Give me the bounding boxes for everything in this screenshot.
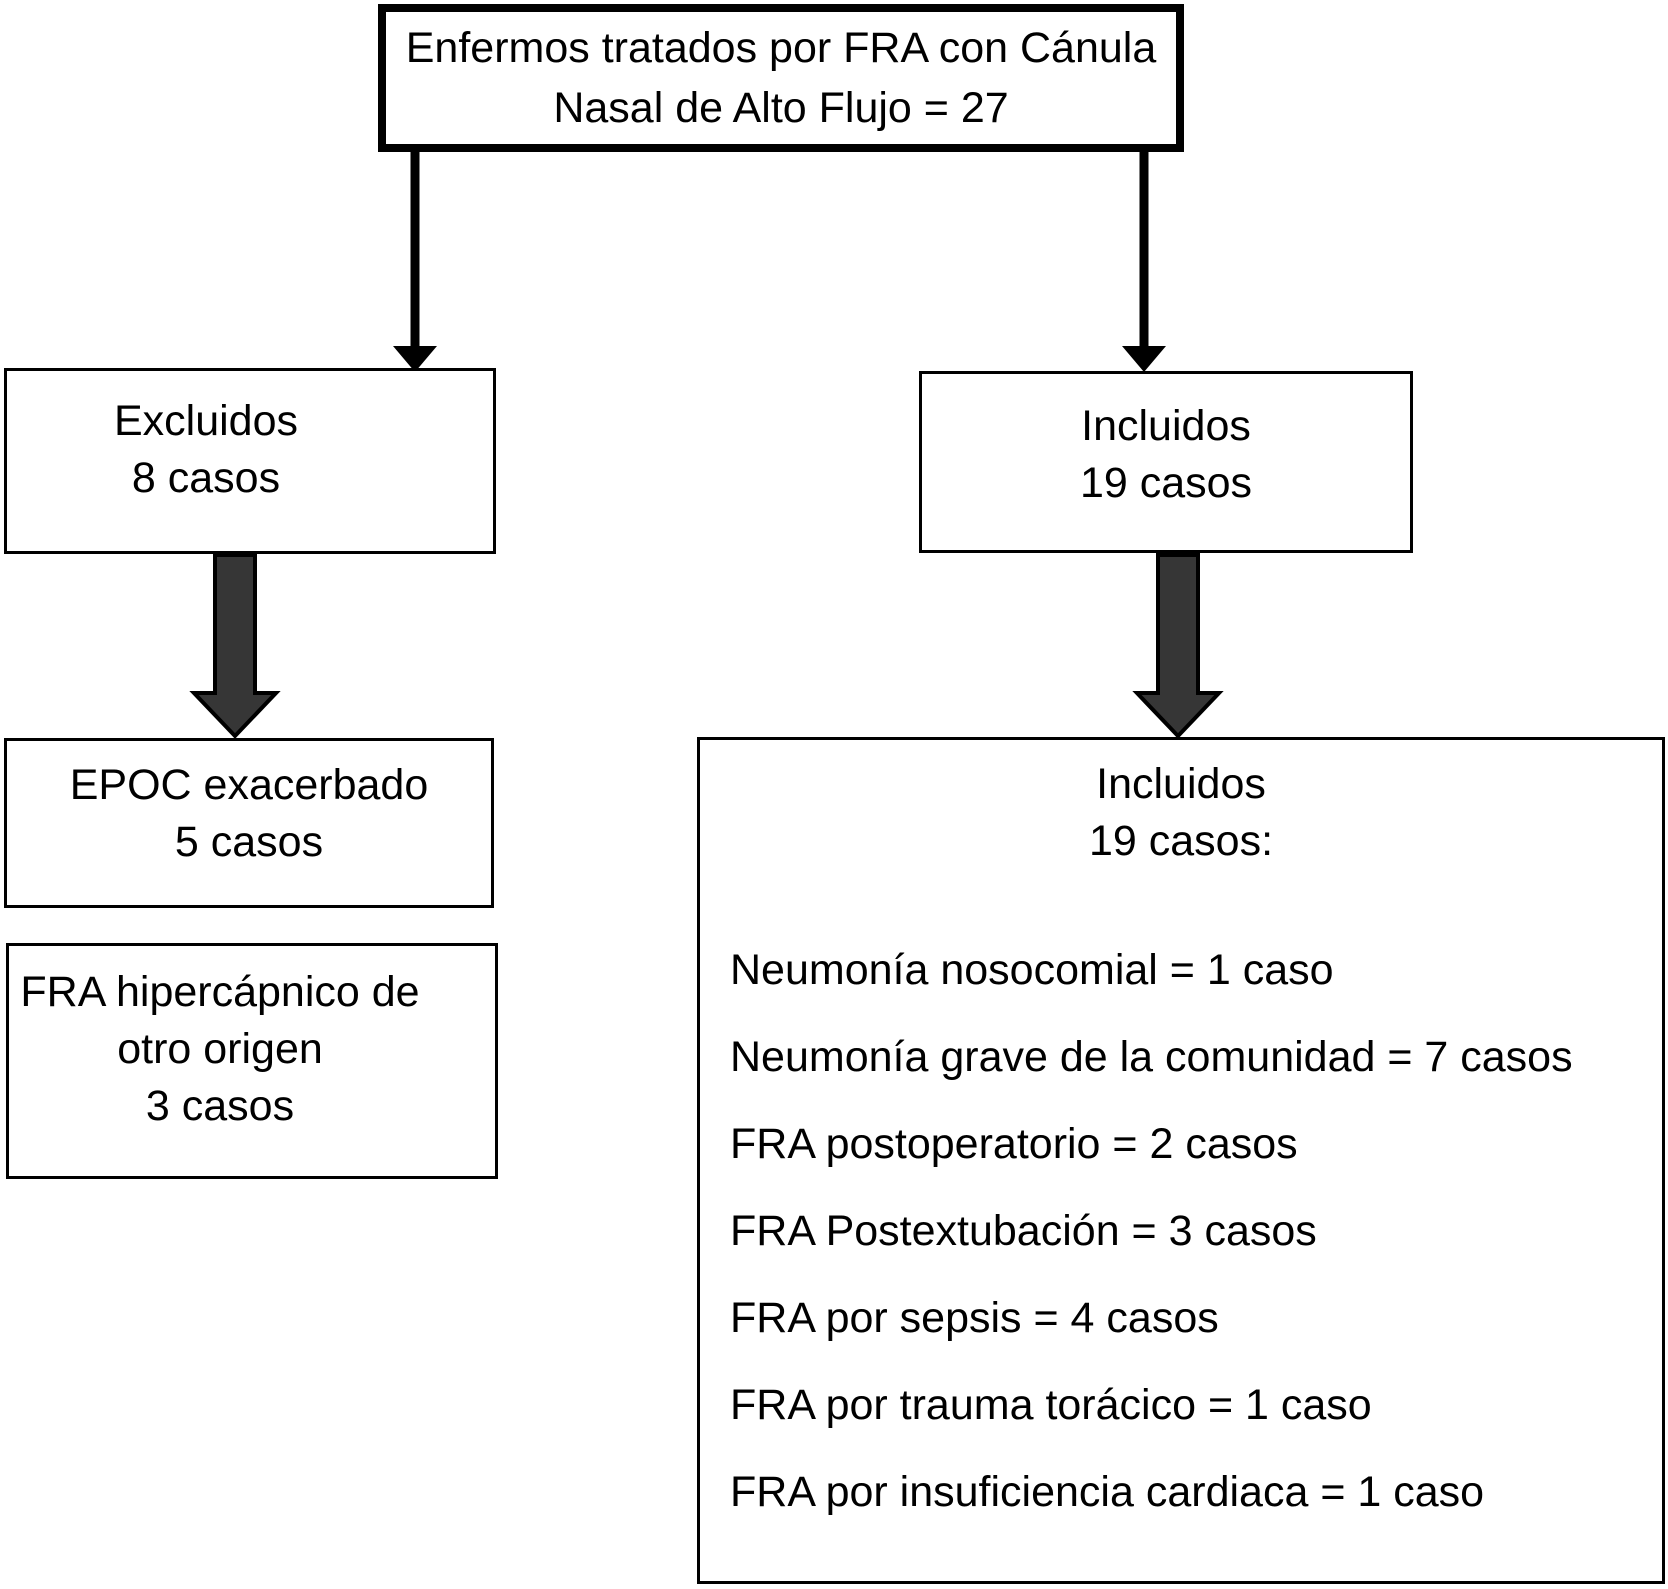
list-item: FRA por insuficiencia cardiaca = 1 caso: [730, 1468, 1485, 1516]
arrow-head-icon: [1122, 346, 1166, 372]
node-excluded-line1: Excluidos: [113, 397, 299, 445]
node-epoc-line2: 5 casos: [174, 818, 324, 866]
node-fra-other-line2: otro origen: [117, 1025, 323, 1073]
detail-item-list: Neumonía nosocomial = 1 caso Neumonía gr…: [730, 948, 1652, 1514]
block-arrow-included-to-detail: [1132, 553, 1224, 739]
list-item: Neumonía nosocomial = 1 caso: [730, 946, 1334, 994]
list-item: FRA por sepsis = 4 casos: [730, 1294, 1219, 1342]
node-included-detail: Incluidos 19 casos: Neumonía nosocomial …: [697, 737, 1665, 1584]
detail-header-line2: 19 casos:: [1088, 817, 1274, 865]
node-fra-hipercapnico: FRA hipercápnico de otro origen 3 casos: [6, 943, 498, 1179]
list-item: FRA Postextubación = 3 casos: [730, 1207, 1317, 1255]
detail-header: Incluidos 19 casos:: [700, 740, 1662, 870]
node-excluded: Excluidos 8 casos: [4, 368, 496, 554]
node-epoc-exacerbado: EPOC exacerbado 5 casos: [4, 738, 494, 908]
node-root-line1: Enfermos tratados por FRA con Cánula: [405, 24, 1157, 72]
node-fra-other-line1: FRA hipercápnico de: [20, 968, 420, 1016]
node-included: Incluidos 19 casos: [919, 371, 1413, 553]
detail-header-line1: Incluidos: [1096, 760, 1266, 808]
arrow-root-to-excluded: [393, 150, 437, 372]
node-fra-other-line3: 3 casos: [145, 1082, 295, 1130]
list-item: FRA por trauma torácico = 1 caso: [730, 1381, 1372, 1429]
arrow-root-to-included: [1122, 150, 1166, 372]
list-item: Neumonía grave de la comunidad = 7 casos: [730, 1033, 1573, 1081]
list-item: FRA postoperatorio = 2 casos: [730, 1120, 1298, 1168]
node-epoc-line1: EPOC exacerbado: [69, 761, 429, 809]
node-root-line2: Nasal de Alto Flujo = 27: [553, 84, 1009, 132]
node-included-line1: Incluidos: [1081, 402, 1251, 450]
node-excluded-line2: 8 casos: [131, 454, 281, 502]
node-root: Enfermos tratados por FRA con Cánula Nas…: [378, 4, 1184, 152]
block-arrow-excluded-to-epoc: [189, 553, 281, 739]
node-included-line2: 19 casos: [1079, 459, 1253, 507]
